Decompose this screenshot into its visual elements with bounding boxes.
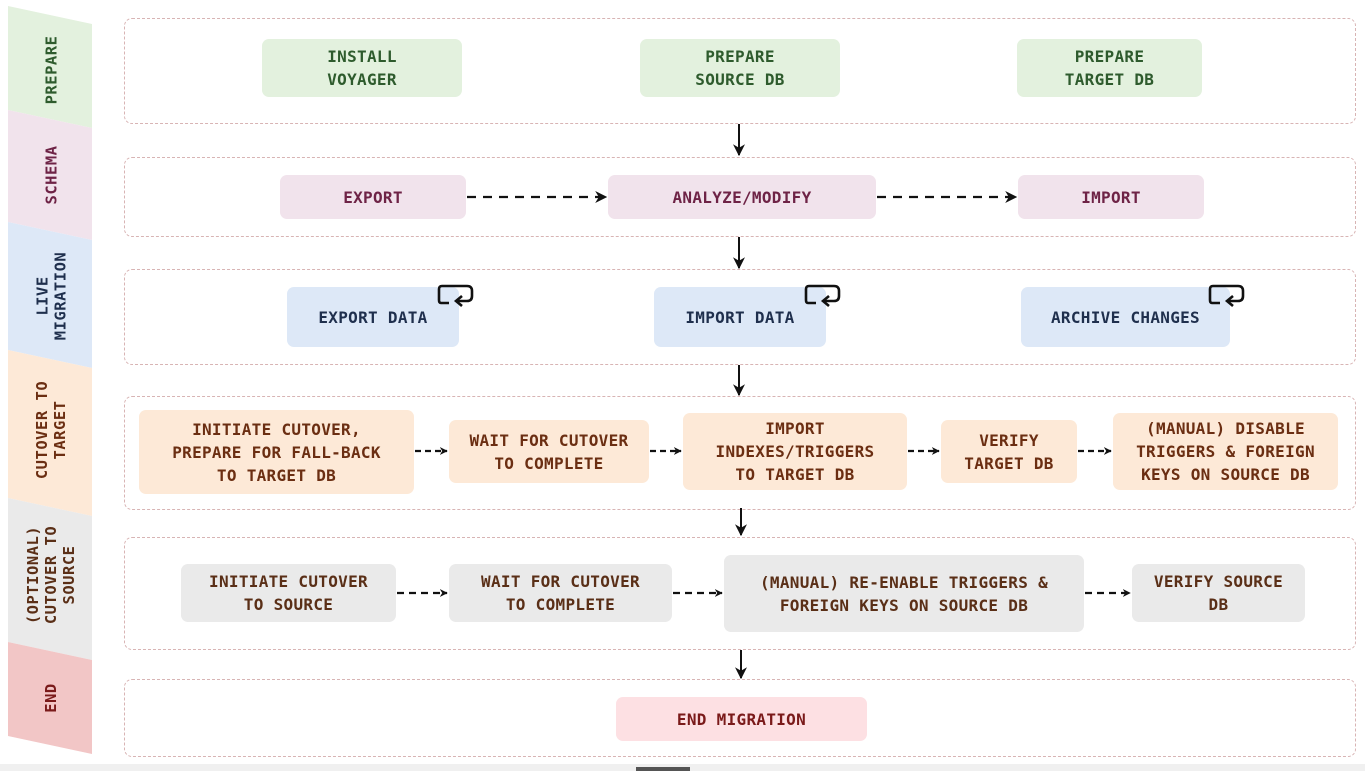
- lane-bands: [8, 6, 92, 754]
- wait-cutover-target-node: WAIT FOR CUTOVER TO COMPLETE: [449, 420, 649, 483]
- schema-import-node: IMPORT: [1018, 175, 1204, 219]
- lane-label-prepare: PREPARE: [41, 35, 60, 105]
- initiate-cutover-node: INITIATE CUTOVER, PREPARE FOR FALL-BACK …: [139, 410, 414, 494]
- wait-cutover-source-node: WAIT FOR CUTOVER TO COMPLETE: [449, 564, 672, 622]
- import-data-node: IMPORT DATA: [654, 284, 841, 347]
- stage-schema: [124, 157, 1356, 237]
- loop-icon: [437, 284, 474, 307]
- loop-icon: [1208, 284, 1245, 307]
- scroll-indicator: [636, 767, 690, 771]
- lane-band-end: [8, 642, 92, 754]
- reenable-triggers-node: (MANUAL) RE-ENABLE TRIGGERS & FOREIGN KE…: [724, 555, 1084, 632]
- export-data-node: EXPORT DATA: [287, 284, 474, 347]
- loop-icon: [804, 284, 841, 307]
- lane-band-schema: [8, 110, 92, 240]
- export-data-label: EXPORT DATA: [318, 307, 428, 327]
- lane-band-prepare: [8, 6, 92, 128]
- lane-label-schema: SCHEMA: [42, 145, 60, 205]
- lane-label-optional-cutover-to-source: (OPTIONAL) CUTOVER TO SOURCE: [24, 525, 79, 625]
- stage-optional-cutover-to-source: [124, 537, 1356, 650]
- schema-export-node: EXPORT: [280, 175, 466, 219]
- lane-label-live-migration: LIVE MIGRATION: [33, 251, 69, 341]
- stage-end: [124, 679, 1356, 757]
- lane-label-cutover-to-target: CUTOVER TO TARGET: [33, 380, 70, 480]
- lane-band-live: [8, 222, 92, 368]
- schema-analyze-modify-node: ANALYZE/MODIFY: [608, 175, 876, 219]
- verify-source-db-node: VERIFY SOURCE DB: [1132, 564, 1305, 622]
- initiate-cutover-source-node: INITIATE CUTOVER TO SOURCE: [181, 564, 396, 622]
- install-voyager-node: INSTALL VOYAGER: [262, 39, 462, 97]
- prepare-target-db-node: PREPARE TARGET DB: [1017, 39, 1202, 97]
- archive-changes-label: ARCHIVE CHANGES: [1051, 307, 1200, 327]
- lane-band-optional: [8, 498, 92, 660]
- lane-band-cutover: [8, 350, 92, 516]
- prepare-source-db-node: PREPARE SOURCE DB: [640, 39, 840, 97]
- disable-triggers-node: (MANUAL) DISABLE TRIGGERS & FOREIGN KEYS…: [1113, 413, 1338, 490]
- stage-live-migration: [124, 269, 1356, 365]
- lane-label-end: END: [42, 682, 60, 713]
- import-data-label: IMPORT DATA: [685, 307, 795, 327]
- end-migration-node: END MIGRATION: [616, 697, 867, 741]
- archive-changes-node: ARCHIVE CHANGES: [1021, 284, 1245, 347]
- verify-target-db-node: VERIFY TARGET DB: [941, 420, 1077, 483]
- import-indexes-triggers-node: IMPORT INDEXES/TRIGGERS TO TARGET DB: [683, 413, 907, 490]
- stage-prepare: [124, 18, 1356, 124]
